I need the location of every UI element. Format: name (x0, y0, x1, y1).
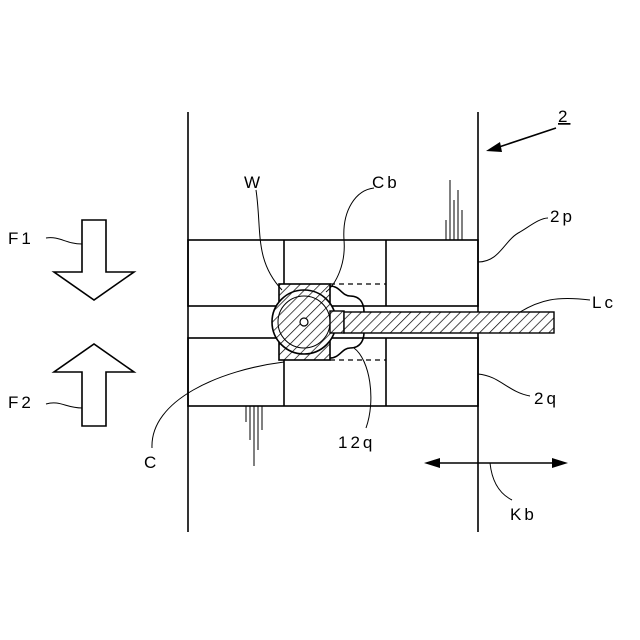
upper-sprue-lines (446, 180, 462, 240)
upper-mold (188, 240, 478, 306)
label-Cb: Cb (372, 173, 400, 192)
motion-arrow-kb (424, 458, 568, 468)
lead-bar (330, 311, 554, 333)
label-W: W (244, 173, 263, 192)
force-arrow-down (54, 220, 134, 300)
label-2p: 2p (550, 207, 575, 226)
label-2q: 2q (534, 389, 559, 408)
label-Kb: Kb (510, 505, 537, 524)
ref-2-arrow (486, 128, 556, 152)
lower-mold (188, 338, 478, 406)
lower-sprue-lines (246, 406, 262, 466)
label-F1: F1 (8, 229, 34, 248)
label-F2: F2 (8, 393, 34, 412)
force-arrow-up (54, 344, 134, 426)
label-C: C (144, 453, 159, 472)
label-ref-2: 2 (558, 107, 570, 126)
label-12q: 12q (338, 433, 375, 452)
label-Lc: Lc (592, 293, 616, 312)
workpiece (272, 290, 336, 354)
